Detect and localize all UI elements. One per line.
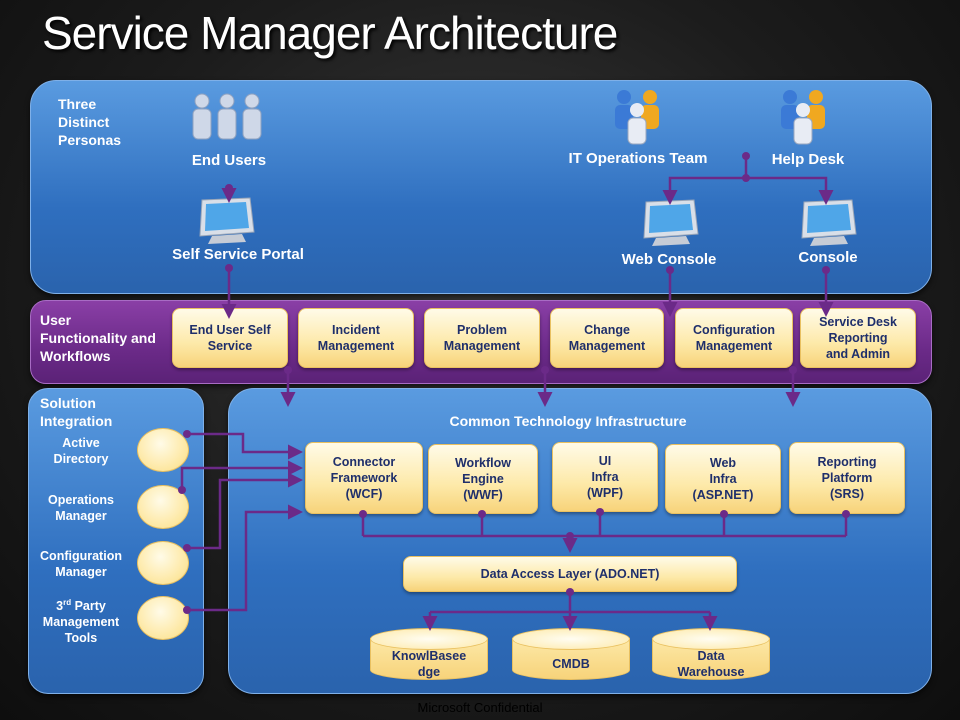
problem-management-box: Problem Management	[424, 308, 540, 368]
it-ops-team-icon	[615, 90, 659, 145]
self-service-portal-label: Self Service Portal	[172, 246, 304, 263]
personas-heading: Three Distinct Personas	[58, 96, 122, 148]
help-desk-icon	[781, 90, 825, 145]
console-monitor-icon	[801, 199, 857, 246]
change-management-box: Change Management	[550, 308, 664, 368]
self-service-portal-monitor-icon	[199, 197, 255, 244]
end-users-label: End Users	[191, 152, 267, 169]
configuration-manager-label: Configuration Manager	[40, 549, 122, 579]
end-users-icon	[192, 93, 262, 140]
ui-infra-box: UI Infra (WPF)	[552, 442, 658, 512]
infrastructure-heading: Common Technology Infrastructure	[449, 413, 687, 429]
operations-manager-label: Operations Manager	[48, 493, 114, 523]
cmdb-store: CMDB	[512, 628, 630, 680]
third-party-tools-node	[137, 596, 189, 640]
workflow-engine-box: Workflow Engine (WWF)	[428, 444, 538, 514]
solution-integration-heading: Solution Integration	[40, 395, 113, 429]
footer-confidential: Microsoft Confidential	[417, 700, 543, 715]
active-directory-node	[137, 428, 189, 472]
user-functionality-heading: User Functionality and Workflows	[40, 312, 156, 364]
connector-framework-box: Connector Framework (WCF)	[305, 442, 423, 514]
end-user-self-service-box: End User Self Service	[172, 308, 288, 368]
operations-manager-node	[137, 485, 189, 529]
data-warehouse-store: Data Warehouse	[652, 628, 770, 680]
web-console-monitor-icon	[643, 199, 699, 246]
help-desk-label: Help Desk	[771, 151, 845, 168]
knowledgebase-store: KnowlBasee dge	[370, 628, 488, 680]
active-directory-label: Active Directory	[53, 436, 109, 466]
configuration-manager-node	[137, 541, 189, 585]
third-party-tools-label: 3rd Party Management Tools	[42, 598, 120, 646]
console-label: Console	[798, 249, 858, 266]
incident-management-box: Incident Management	[298, 308, 414, 368]
configuration-management-box: Configuration Management	[675, 308, 793, 368]
reporting-platform-box: Reporting Platform (SRS)	[789, 442, 905, 514]
data-access-layer-box: Data Access Layer (ADO.NET)	[403, 556, 737, 592]
web-infra-box: Web Infra (ASP.NET)	[665, 444, 781, 514]
service-desk-reporting-box: Service Desk Reporting and Admin	[800, 308, 916, 368]
web-console-label: Web Console	[621, 251, 717, 268]
it-ops-team-label: IT Operations Team	[568, 150, 708, 167]
page-title: Service Manager Architecture	[42, 7, 618, 59]
